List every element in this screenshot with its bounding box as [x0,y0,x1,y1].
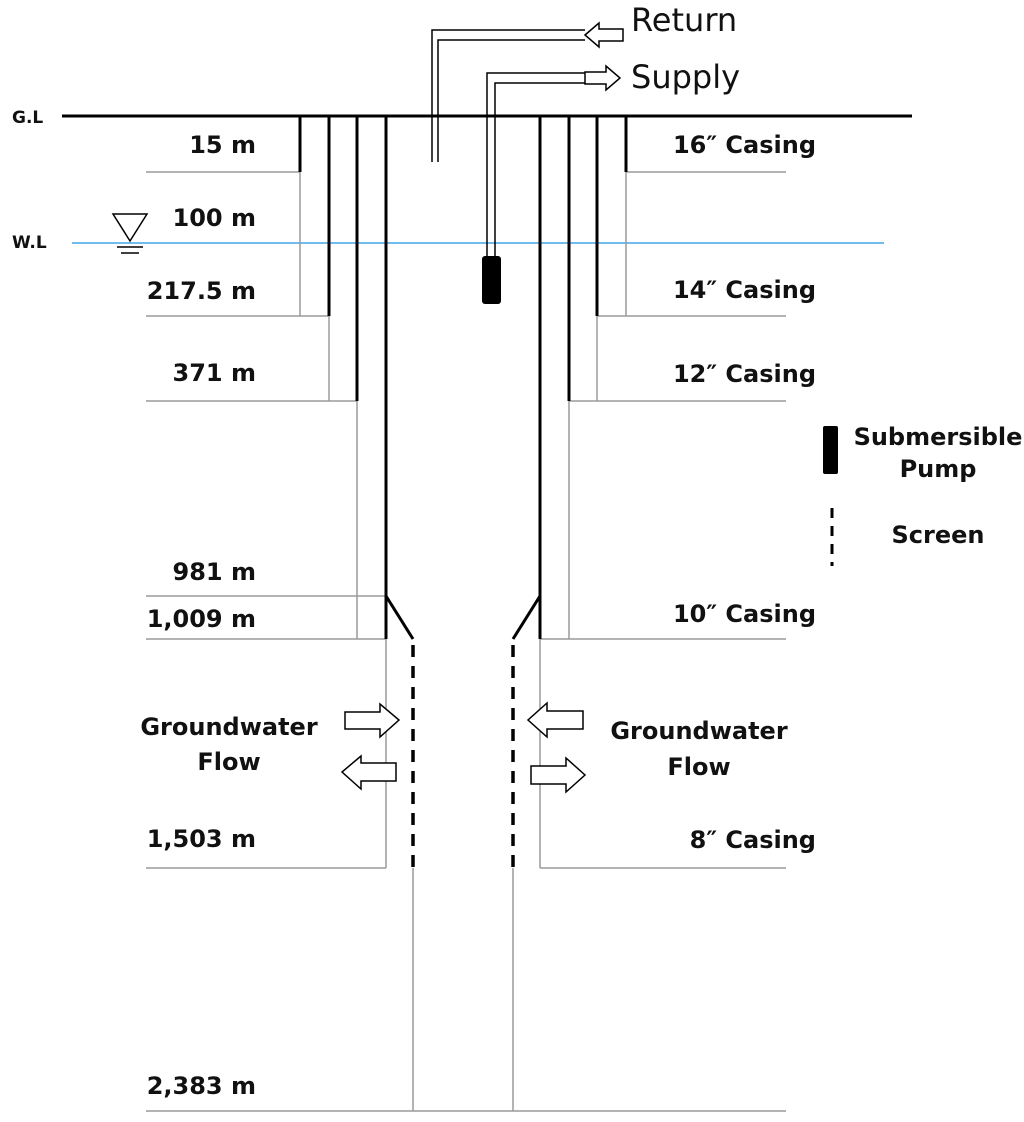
flow-label-left-line2: Flow [197,748,260,776]
casing-label-12: 12″ Casing [673,360,816,388]
flow-out-arrow-right-icon [530,756,587,794]
depth-label-217-5: 217.5 m [147,277,256,305]
supply-label: Supply [631,58,740,96]
screen-section [411,645,515,868]
return-pipe [431,29,585,162]
legend-pump-label-line1: Submersible [854,423,1023,451]
ground-level-label: G.L [12,108,43,128]
borehole-walls [299,172,627,1111]
legend-pump-label-line2: Pump [900,455,977,483]
flow-out-arrow-left-icon [340,754,397,791]
right-depth-lines [540,171,786,869]
casing-10 [384,116,542,639]
legend-screen-label: Screen [892,521,985,549]
casing-16 [298,116,628,172]
water-table-icon [111,213,149,254]
return-arrow-icon [583,21,624,49]
casing-label-16: 16″ Casing [673,131,816,159]
casing-taper [384,595,542,640]
flow-in-arrow-left-icon [344,702,401,739]
casing-label-8: 8″ Casing [690,826,816,854]
left-depth-lines [146,171,786,1112]
depth-label-2383: 2,383 m [147,1072,256,1100]
return-label: Return [631,1,737,39]
depth-label-15: 15 m [189,131,256,159]
flow-label-right-line1: Groundwater [610,717,787,745]
casing-label-10: 10″ Casing [673,600,816,628]
flow-in-arrow-right-icon [526,701,584,739]
depth-label-1009: 1,009 m [147,605,256,633]
flow-label-right-line2: Flow [667,753,730,781]
depth-label-1503: 1,503 m [147,825,256,853]
legend-pump-icon [823,426,838,474]
depth-label-100: 100 m [173,204,256,232]
supply-arrow-icon [584,64,622,92]
casing-label-14: 14″ Casing [673,276,816,304]
casing-12 [355,116,571,401]
casing-14 [327,116,599,316]
depth-label-371: 371 m [173,359,256,387]
depth-label-981: 981 m [173,558,256,586]
supply-pipe [486,72,585,256]
submersible-pump [482,256,501,304]
water-level-label: W.L [12,233,47,253]
flow-label-left-line1: Groundwater [140,713,317,741]
